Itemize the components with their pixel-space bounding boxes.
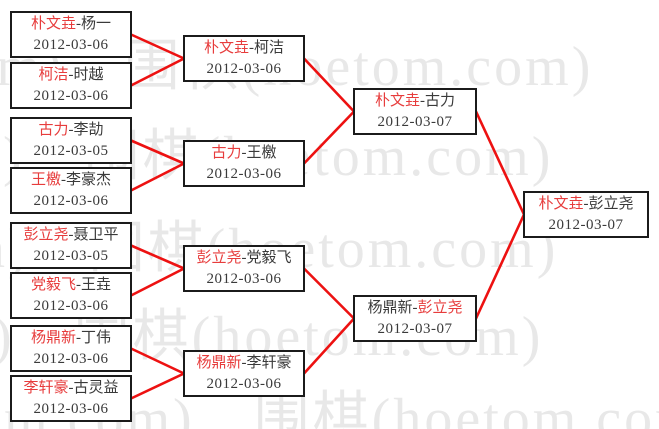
player-name: 杨鼎新 [367,300,413,316]
player-name: 王檄 [30,172,61,188]
match-box-round-1-6: 党毅飞-王垚 2012-03-06 [10,272,132,319]
match-date: 2012-03-07 [377,114,453,130]
player-name: 时越 [73,67,104,83]
match-box-round-1-8: 李轩豪-古灵益 2012-03-06 [10,375,132,422]
match-box-round-1-1: 朴文垚-杨一 2012-03-06 [10,11,132,58]
match-date: 2012-03-07 [548,217,624,233]
match-box-round-2-4: 杨鼎新-李轩豪 2012-03-06 [183,350,305,397]
match-date: 2012-03-05 [33,143,109,159]
match-date: 2012-03-06 [33,401,109,417]
vs-dash: - [241,355,247,371]
player-name: 柯洁 [38,67,69,83]
match-date: 2012-03-06 [33,351,109,367]
match-box-round-1-7: 杨鼎新-丁伟 2012-03-06 [10,325,132,372]
match-date: 2012-03-06 [33,193,109,209]
match-box-semifinals-2: 杨鼎新-彭立尧 2012-03-07 [353,295,477,342]
player-name: 柯洁 [254,40,285,56]
vs-dash: - [68,380,74,396]
match-players: 柯洁-时越 [38,65,103,85]
player-name: 彭立尧 [196,250,242,266]
match-date: 2012-03-06 [206,271,282,287]
player-name: 李劼 [73,122,104,138]
vs-dash: - [420,93,425,109]
player-name: 朴文垚 [374,93,420,109]
match-players: 朴文垚-古力 [375,91,455,111]
player-name: 杨鼎新 [30,330,76,346]
vs-dash: - [76,277,81,293]
vs-dash: - [61,172,66,188]
vs-dash: - [68,122,74,138]
match-players: 王檄-李豪杰 [31,170,111,190]
vs-dash: - [76,16,81,32]
player-name: 王檄 [246,145,277,161]
vs-dash: - [249,40,254,56]
match-box-round-1-3: 古力-李劼 2012-03-05 [10,117,132,164]
match-box-round-2-1: 朴文垚-柯洁 2012-03-06 [183,35,305,82]
vs-dash: - [241,145,247,161]
match-box-round-1-5: 彭立尧-聂卫平 2012-03-05 [10,222,132,269]
player-name: 朴文垚 [203,40,249,56]
match-date: 2012-03-06 [206,61,282,77]
match-players: 彭立尧-党毅飞 [196,248,291,268]
match-players: 杨鼎新-李轩豪 [196,353,291,373]
player-name: 彭立尧 [417,300,463,316]
player-name: 杨鼎新 [196,355,242,371]
player-name: 党毅飞 [246,250,292,266]
player-name: 朴文垚 [30,16,76,32]
match-players: 朴文垚-柯洁 [204,38,284,58]
match-date: 2012-03-06 [33,298,109,314]
player-name: 朴文垚 [538,196,584,212]
player-name: 李轩豪 [246,355,292,371]
match-box-round-1-4: 王檄-李豪杰 2012-03-06 [10,167,132,214]
player-name: 丁伟 [81,330,112,346]
match-box-round-2-3: 彭立尧-党毅飞 2012-03-06 [183,245,305,292]
player-name: 李轩豪 [23,380,69,396]
player-name: 党毅飞 [30,277,76,293]
player-name: 王垚 [81,277,112,293]
match-players: 朴文垚-彭立尧 [538,194,633,214]
match-players: 党毅飞-王垚 [31,275,111,295]
player-name: 李豪杰 [66,172,112,188]
match-date: 2012-03-06 [206,166,282,182]
player-name: 古力 [425,93,456,109]
match-date: 2012-03-06 [33,88,109,104]
match-date: 2012-03-07 [377,321,453,337]
match-players: 杨鼎新-彭立尧 [367,298,462,318]
vs-dash: - [68,227,74,243]
player-name: 杨一 [81,16,112,32]
player-name: 彭立尧 [23,227,69,243]
vs-dash: - [583,196,589,212]
match-players: 杨鼎新-丁伟 [31,328,111,348]
player-name: 古灵益 [73,380,119,396]
player-name: 古力 [38,122,69,138]
match-box-semifinals-1: 朴文垚-古力 2012-03-07 [353,88,477,135]
match-players: 朴文垚-杨一 [31,14,111,34]
match-players: 李轩豪-古灵益 [23,378,118,398]
player-name: 聂卫平 [73,227,119,243]
match-box-final-1: 朴文垚-彭立尧 2012-03-07 [523,191,649,238]
player-name: 彭立尧 [588,196,634,212]
match-box-round-1-2: 柯洁-时越 2012-03-06 [10,62,132,109]
match-date: 2012-03-06 [206,376,282,392]
match-date: 2012-03-05 [33,248,109,264]
match-date: 2012-03-06 [33,37,109,53]
vs-dash: - [76,330,81,346]
vs-dash: - [68,67,74,83]
match-players: 古力-李劼 [38,120,103,140]
match-players: 彭立尧-聂卫平 [23,225,118,245]
match-box-round-2-2: 古力-王檄 2012-03-06 [183,140,305,187]
vs-dash: - [241,250,247,266]
player-name: 古力 [211,145,242,161]
match-players: 古力-王檄 [211,143,276,163]
vs-dash: - [412,300,418,316]
